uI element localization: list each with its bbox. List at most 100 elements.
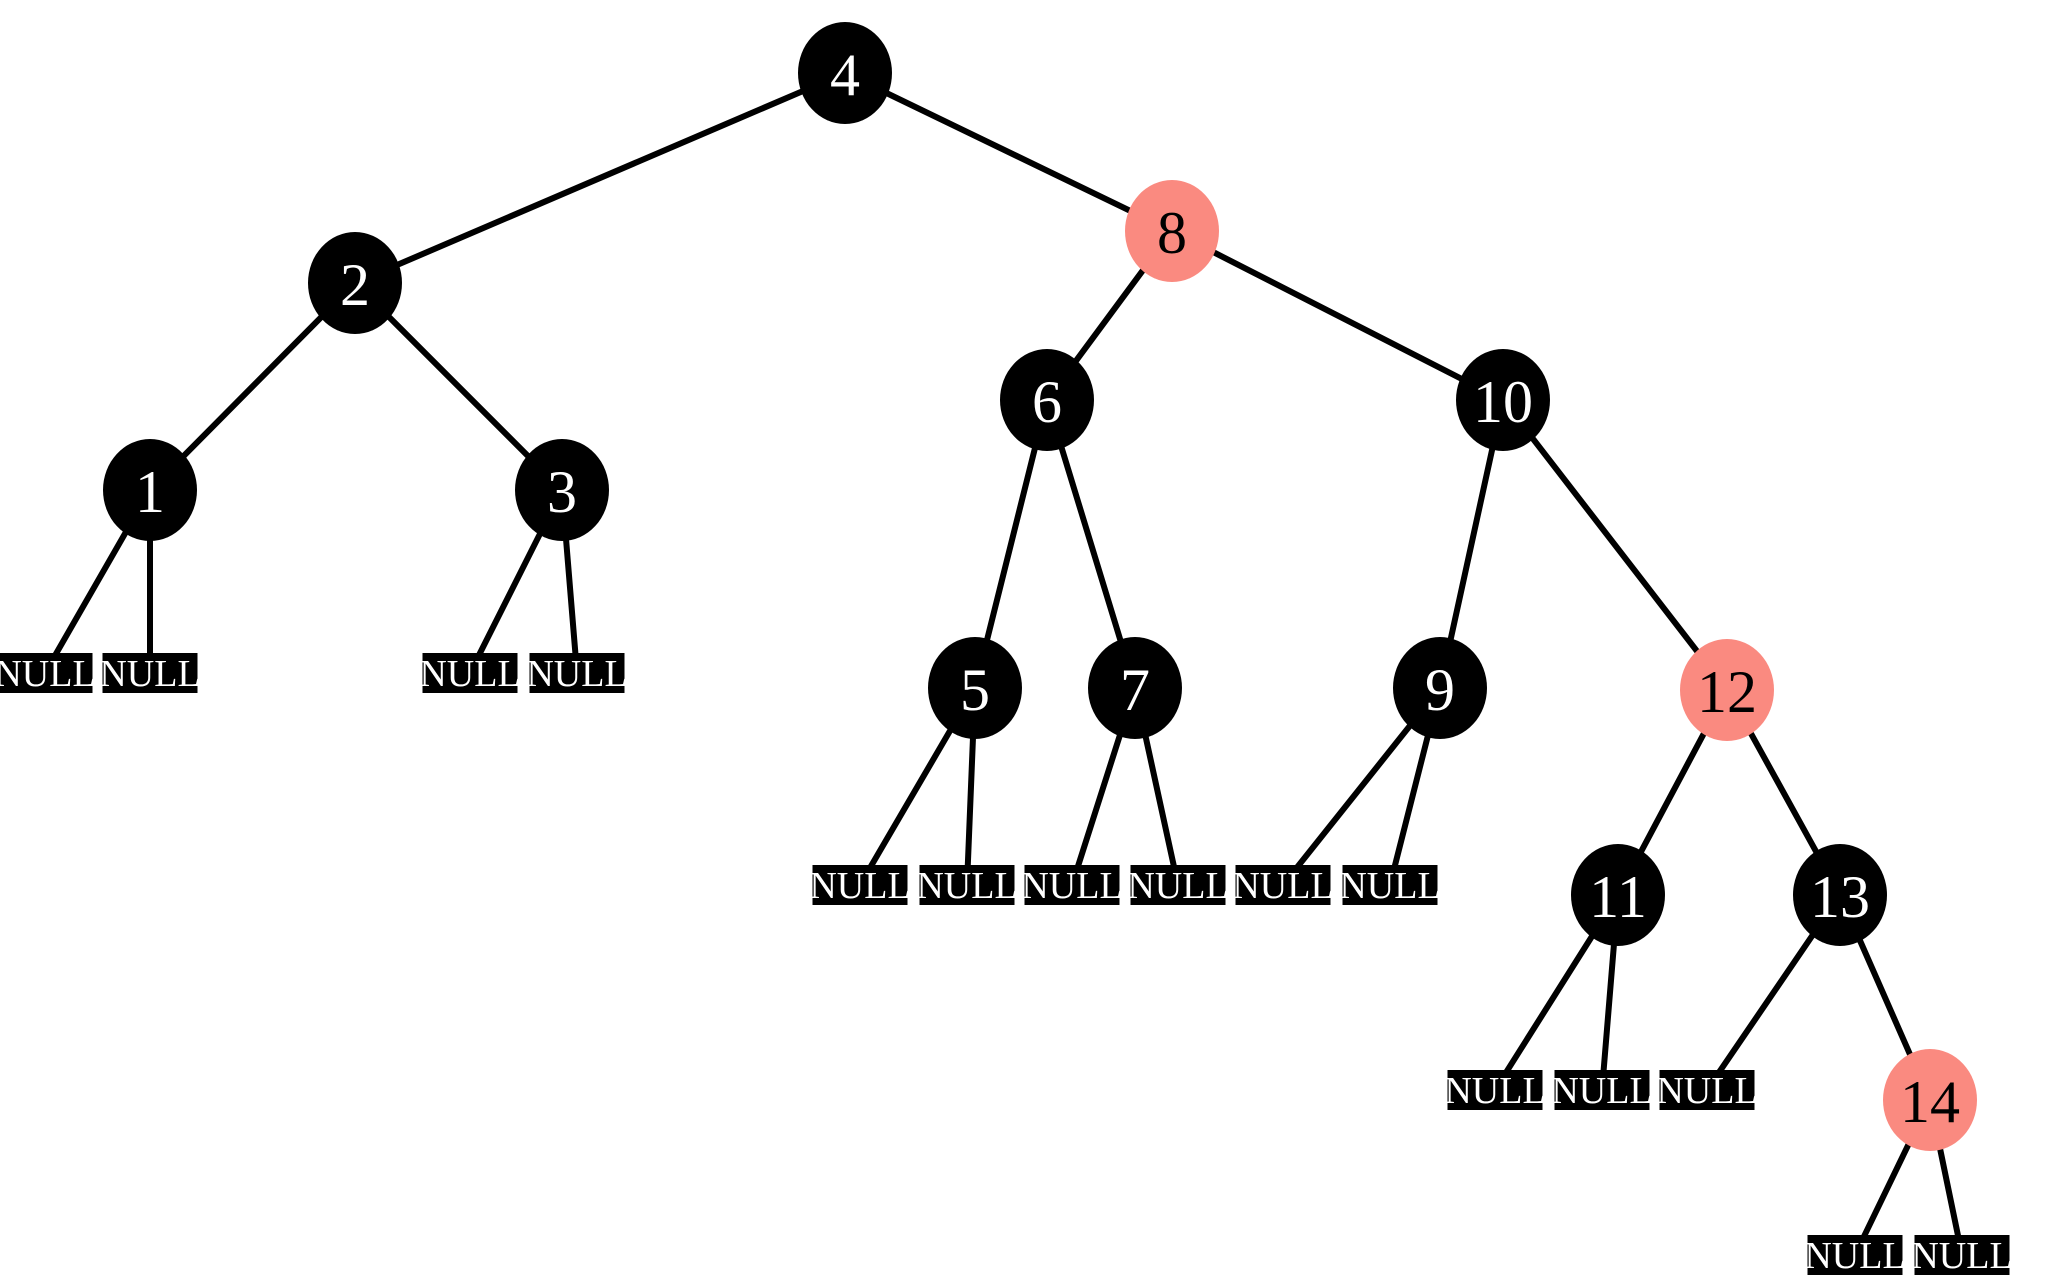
tree-node-label: 13 bbox=[1810, 864, 1870, 930]
null-leaf: NULL bbox=[1127, 865, 1229, 907]
tree-edge-n11-l11 bbox=[1502, 930, 1597, 1077]
null-leaf-box bbox=[102, 653, 198, 693]
black-node-circle[interactable] bbox=[798, 22, 892, 124]
black-node-circle[interactable] bbox=[103, 439, 197, 541]
tree-edge-n6-n7 bbox=[1057, 441, 1125, 647]
tree-node-14[interactable]: 14 bbox=[1883, 1049, 1977, 1151]
black-node-circle[interactable] bbox=[1393, 637, 1487, 739]
tree-node-label: 8 bbox=[1157, 200, 1187, 266]
null-leaf: NULL bbox=[1339, 865, 1441, 907]
null-leaf-box bbox=[919, 865, 1015, 905]
tree-edge-n4-n2 bbox=[392, 87, 808, 269]
tree-node-label: 14 bbox=[1900, 1069, 1960, 1135]
null-leaf-label: NULL bbox=[1021, 865, 1122, 907]
tree-node-label: 4 bbox=[830, 42, 860, 108]
black-node-circle[interactable] bbox=[1793, 844, 1887, 946]
black-node-circle[interactable] bbox=[928, 637, 1022, 739]
tree-node-9[interactable]: 9 bbox=[1393, 637, 1487, 739]
tree-edge-n12-n13 bbox=[1746, 727, 1821, 858]
null-leaf-label: NULL bbox=[1339, 865, 1440, 907]
null-leaf-box bbox=[1130, 865, 1226, 905]
tree-edge-n13-l13 bbox=[1715, 929, 1818, 1077]
tree-edge-n6-n5 bbox=[983, 442, 1039, 646]
tree-node-label: 3 bbox=[547, 459, 577, 525]
tree-edge-n7-l7 bbox=[1075, 729, 1124, 869]
tree-node-1[interactable]: 1 bbox=[103, 439, 197, 541]
null-leaf-label: NULL bbox=[1444, 1070, 1545, 1112]
null-leaf-label: NULL bbox=[916, 865, 1017, 907]
tree-node-7[interactable]: 7 bbox=[1088, 637, 1182, 739]
tree-node-label: 2 bbox=[340, 252, 370, 318]
tree-node-label: 7 bbox=[1120, 657, 1150, 723]
tree-node-6[interactable]: 6 bbox=[1000, 349, 1094, 451]
tree-node-label: 1 bbox=[135, 459, 165, 525]
null-leaf-label: NULL bbox=[1911, 1235, 2012, 1277]
null-leaf-label: NULL bbox=[1232, 865, 1333, 907]
black-node-circle[interactable] bbox=[515, 439, 609, 541]
tree-edge-n12-n11 bbox=[1636, 727, 1709, 858]
null-leaf-box bbox=[1447, 1070, 1543, 1110]
black-node-circle[interactable] bbox=[1000, 349, 1094, 451]
tree-node-11[interactable]: 11 bbox=[1571, 844, 1665, 946]
red-node-circle[interactable] bbox=[1680, 639, 1774, 741]
null-leaf-label: NULL bbox=[0, 653, 96, 695]
tree-node-label: 9 bbox=[1425, 657, 1455, 723]
black-node-circle[interactable] bbox=[308, 232, 402, 334]
null-leaf: NULL bbox=[1804, 1235, 1906, 1277]
edges-layer bbox=[51, 87, 1961, 1240]
tree-edge-n2-n3 bbox=[383, 311, 534, 462]
null-leaf: NULL bbox=[99, 653, 201, 695]
tree-edge-n9-l10 bbox=[1391, 730, 1432, 869]
null-leaf: NULL bbox=[1444, 1070, 1546, 1112]
tree-node-4[interactable]: 4 bbox=[798, 22, 892, 124]
tree-edge-n10-n12 bbox=[1527, 432, 1703, 658]
tree-node-label: 5 bbox=[960, 657, 990, 723]
null-leaf: NULL bbox=[1911, 1235, 2013, 1277]
null-leaf: NULL bbox=[419, 653, 521, 695]
tree-node-label: 12 bbox=[1697, 659, 1757, 725]
tree-node-8[interactable]: 8 bbox=[1125, 180, 1219, 282]
tree-edge-n4-n8 bbox=[881, 89, 1136, 215]
null-leaf-box bbox=[812, 865, 908, 905]
null-leaf-label: NULL bbox=[809, 865, 910, 907]
null-leaf-box bbox=[422, 653, 518, 693]
null-leaf-box bbox=[0, 653, 93, 693]
null-leaf-label: NULL bbox=[1127, 865, 1228, 907]
null-leaf-box bbox=[1024, 865, 1120, 905]
black-node-circle[interactable] bbox=[1456, 349, 1550, 451]
tree-node-10[interactable]: 10 bbox=[1456, 349, 1550, 451]
tree-node-label: 6 bbox=[1032, 369, 1062, 435]
null-leaf-box bbox=[529, 653, 625, 693]
red-node-circle[interactable] bbox=[1125, 180, 1219, 282]
tree-edge-n9-l9 bbox=[1292, 720, 1415, 873]
tree-edge-n5-l5 bbox=[867, 724, 955, 871]
null-leaf-box bbox=[1554, 1070, 1650, 1110]
red-node-circle[interactable] bbox=[1883, 1049, 1977, 1151]
black-node-circle[interactable] bbox=[1088, 637, 1182, 739]
null-leaf: NULL bbox=[916, 865, 1018, 907]
black-node-circle[interactable] bbox=[1571, 844, 1665, 946]
tree-node-12[interactable]: 12 bbox=[1680, 639, 1774, 741]
tree-node-13[interactable]: 13 bbox=[1793, 844, 1887, 946]
null-leaf-box bbox=[1914, 1235, 2010, 1275]
tree-edge-n11-l12 bbox=[1600, 938, 1618, 1074]
tree-node-3[interactable]: 3 bbox=[515, 439, 609, 541]
null-leaf: NULL bbox=[1021, 865, 1123, 907]
tree-node-2[interactable]: 2 bbox=[308, 232, 402, 334]
tree-edge-n1-l1 bbox=[51, 526, 131, 659]
null-leaf-label: NULL bbox=[1656, 1070, 1757, 1112]
null-leaf-label: NULL bbox=[99, 653, 200, 695]
null-leaf: NULL bbox=[0, 653, 96, 695]
tree-node-label: 11 bbox=[1589, 864, 1647, 930]
tree-node-label: 10 bbox=[1473, 369, 1533, 435]
null-leaf-label: NULL bbox=[1551, 1070, 1652, 1112]
null-leaf-label: NULL bbox=[1804, 1235, 1905, 1277]
tree-edge-n10-n9 bbox=[1446, 442, 1497, 646]
tree-node-5[interactable]: 5 bbox=[928, 637, 1022, 739]
null-leaf-label: NULL bbox=[526, 653, 627, 695]
null-leaf: NULL bbox=[1232, 865, 1334, 907]
